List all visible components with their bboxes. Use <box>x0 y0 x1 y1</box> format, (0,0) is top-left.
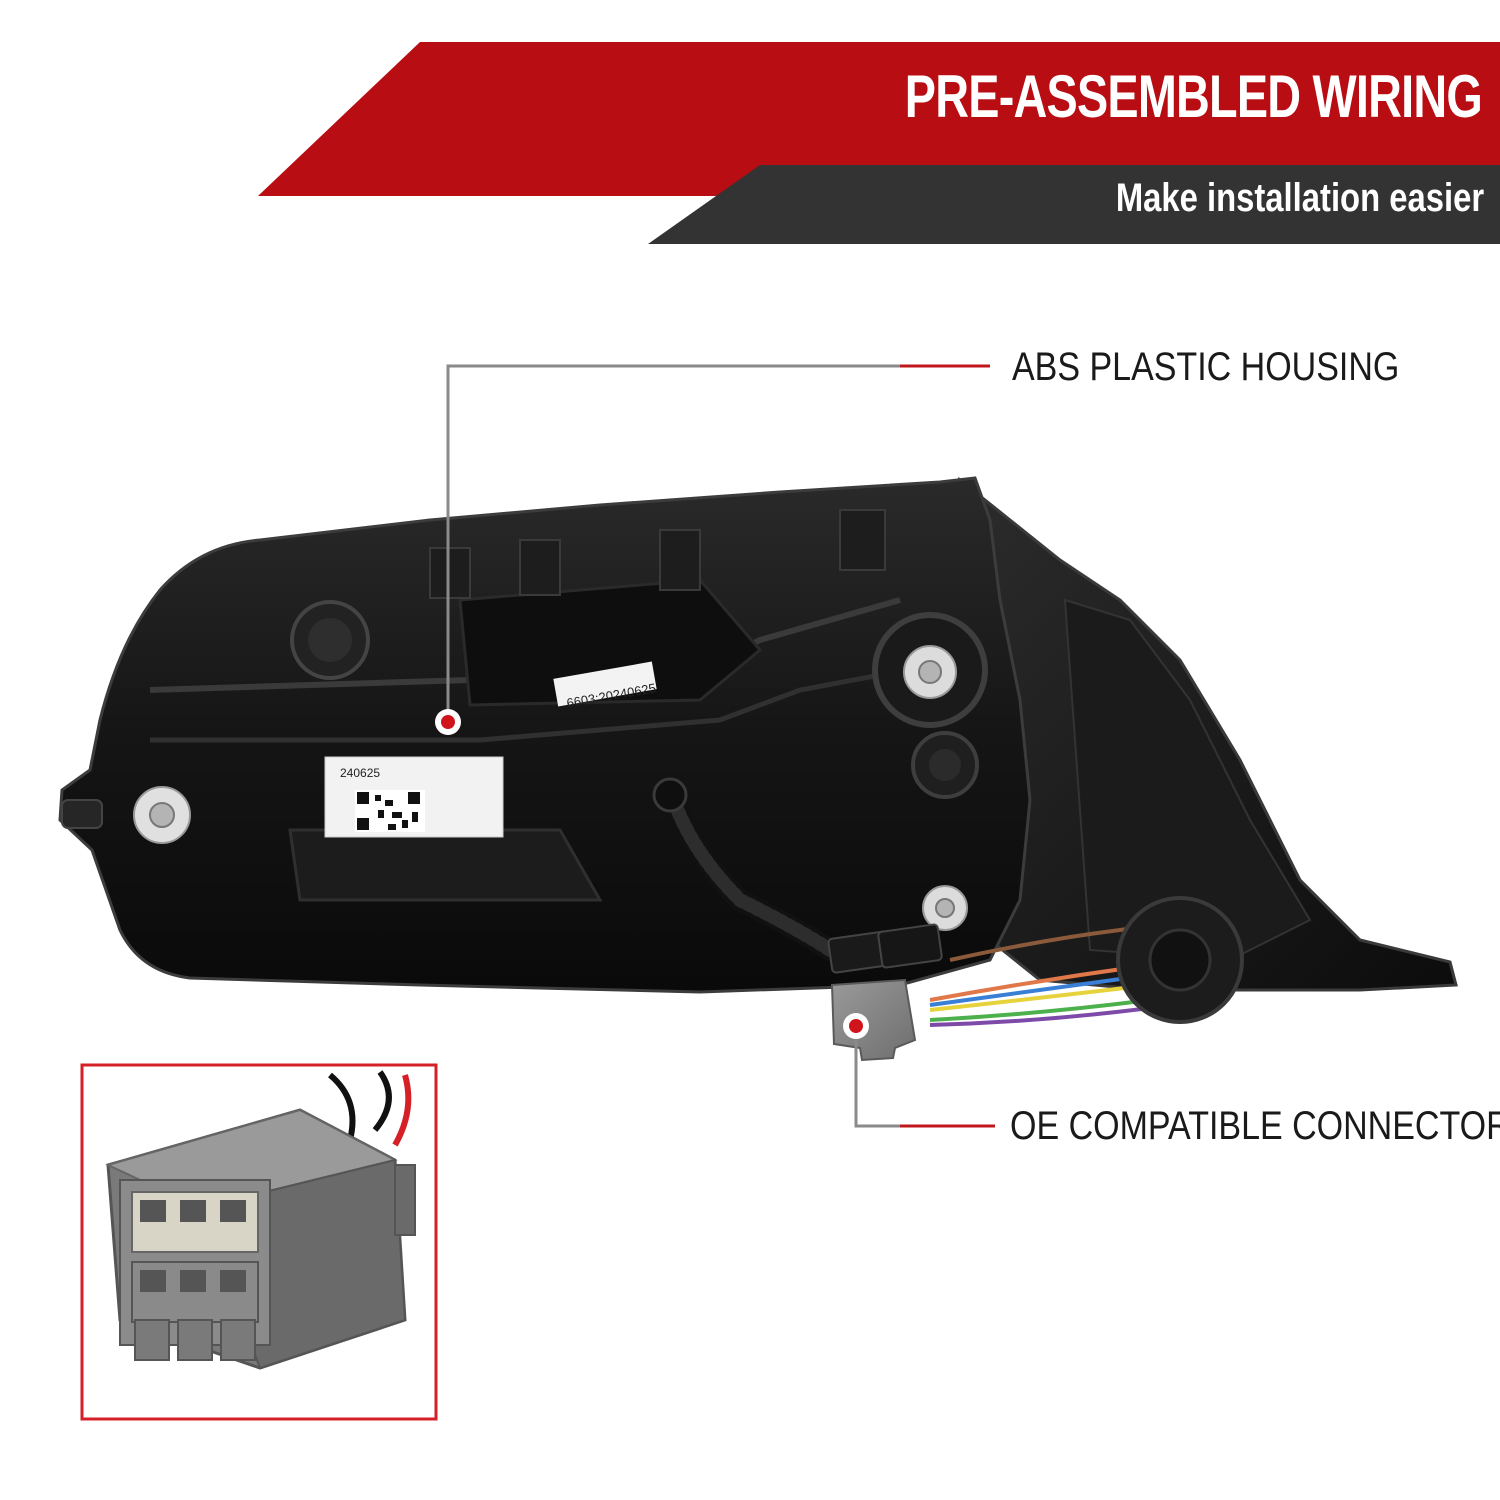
vent-nipple <box>61 799 103 829</box>
inline-connector <box>877 923 943 969</box>
qr-code-icon <box>355 790 425 832</box>
harness-sleeve-texture <box>665 788 837 957</box>
mount-tab <box>429 547 471 599</box>
banner-red-band <box>258 42 1500 196</box>
stud-nut <box>935 898 955 918</box>
callout-dot-connector-core <box>849 1019 863 1033</box>
socket-mid-cap <box>929 749 961 781</box>
banner-dark-band <box>648 165 1500 244</box>
harness-entry <box>652 777 688 813</box>
callout-label-housing: ABS PLASTIC HOUSING <box>1012 345 1400 389</box>
callout-line-housing <box>446 364 990 720</box>
mount-tab <box>839 509 886 571</box>
tail-light-illustration <box>58 364 1458 1421</box>
oe-plug <box>830 978 917 1062</box>
header-banner <box>258 42 1500 244</box>
callout-label-connector: OE COMPATIBLE CONNECTOR <box>1010 1104 1500 1148</box>
housing-ridge-mid <box>150 657 961 743</box>
mount-tab <box>659 529 701 591</box>
callout-dot-housing-core <box>441 715 455 729</box>
connector-closeup <box>105 1070 416 1370</box>
qr-label-text: 240625 <box>340 766 381 780</box>
lens-wing-inner <box>1063 598 1312 962</box>
housing-ridge-low <box>288 828 603 902</box>
stud-nut <box>918 660 942 684</box>
mount-tab <box>519 539 561 596</box>
grommet-inner <box>1148 928 1212 992</box>
socket-left-cap <box>308 618 352 662</box>
date-code-sticker <box>553 661 657 707</box>
banner-title: PRE-ASSEMBLED WIRING <box>904 63 1483 130</box>
banner-subtitle: Make installation easier <box>1115 176 1484 220</box>
stud-nut <box>149 802 175 828</box>
